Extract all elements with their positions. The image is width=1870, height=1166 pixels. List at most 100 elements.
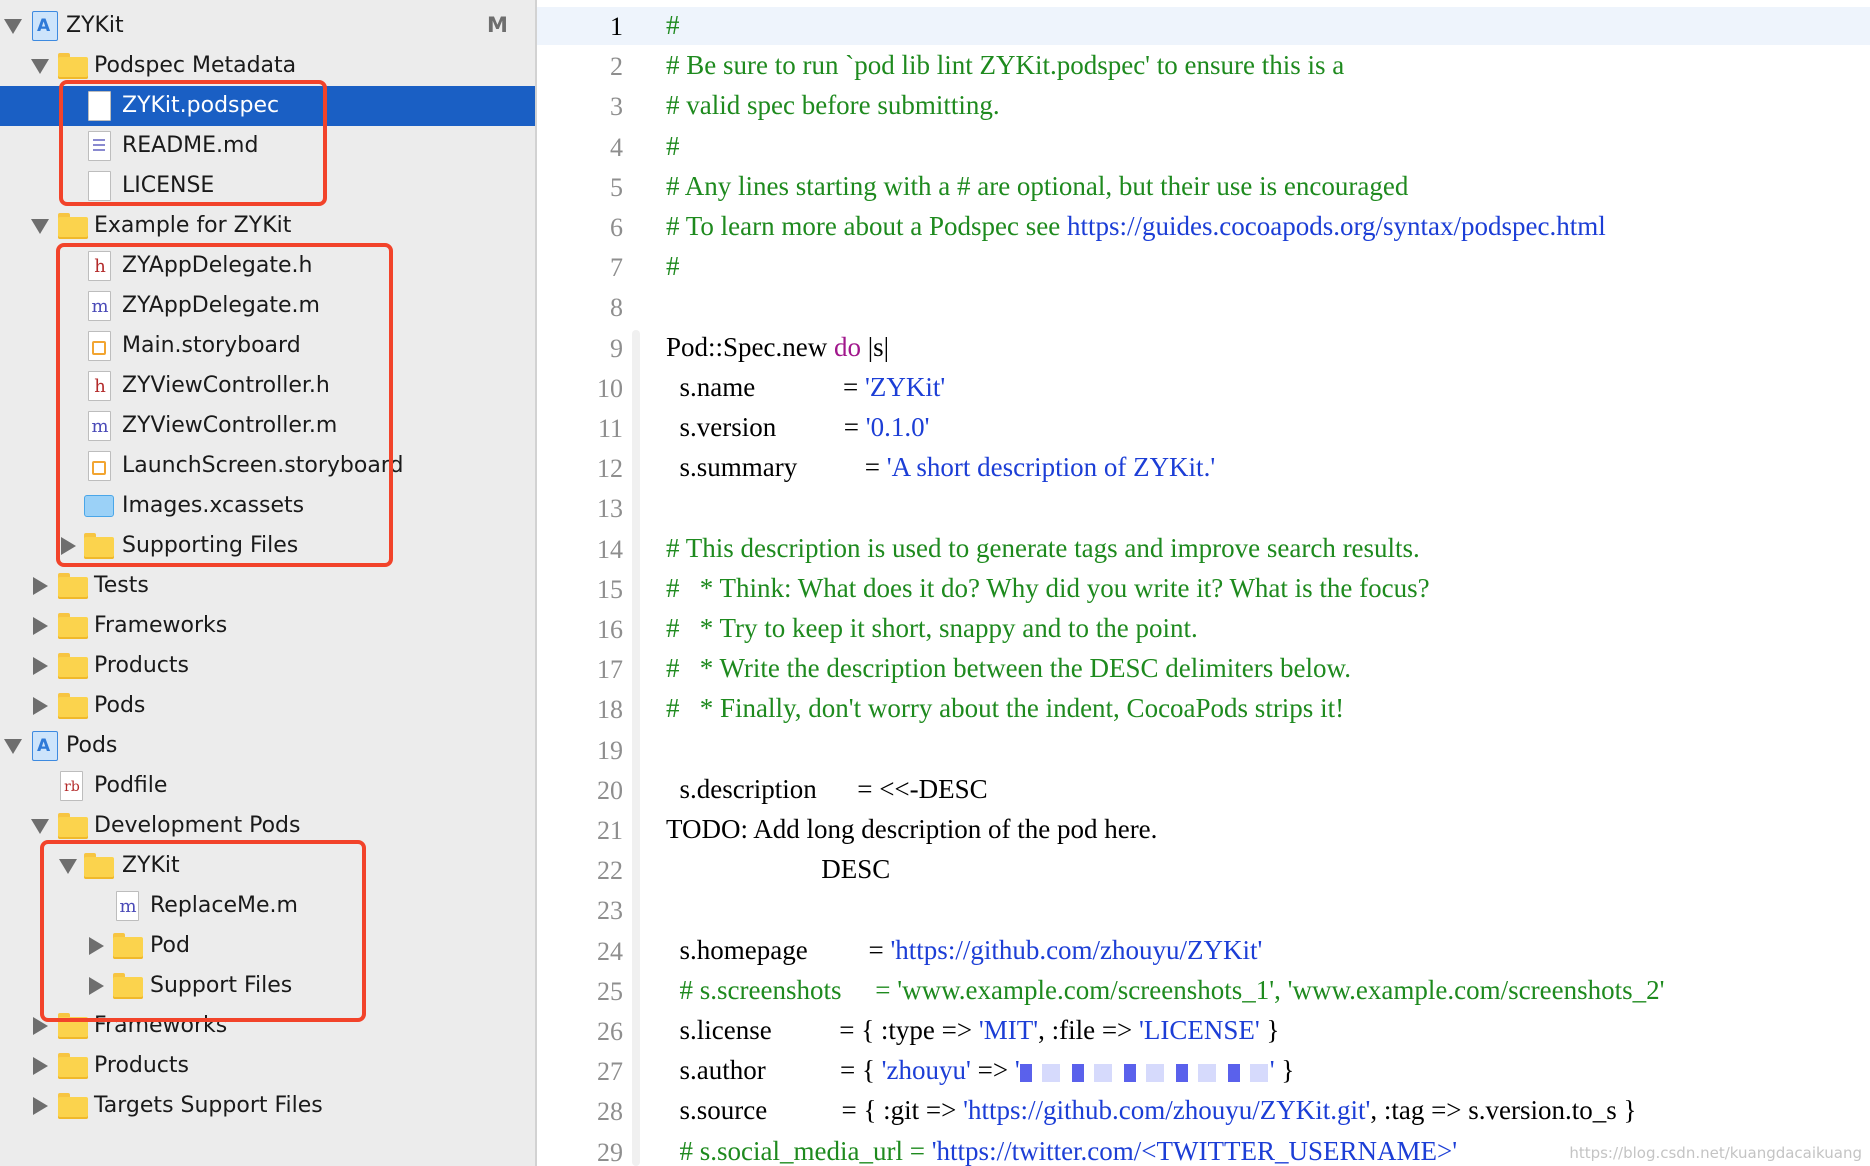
code-line[interactable]: 3# valid spec before submitting. (537, 86, 1870, 126)
nav-row-zyappdelegate-h[interactable]: h ZYAppDelegate.h (0, 246, 535, 286)
nav-row-pod[interactable]: Pod (0, 926, 535, 966)
code-text[interactable]: s.license = { :type => 'MIT', :file => '… (666, 1015, 1280, 1046)
code-line[interactable]: 11 s.version = '0.1.0' (537, 408, 1870, 448)
code-text[interactable]: s.source = { :git => 'https://github.com… (666, 1095, 1637, 1126)
nav-row-targets-support-files[interactable]: Targets Support Files (0, 1086, 535, 1126)
nav-row-development-pods[interactable]: Development Pods (0, 806, 535, 846)
nav-row-supporting-files[interactable]: Supporting Files (0, 526, 535, 566)
code-line[interactable]: 22 DESC (537, 850, 1870, 890)
code-line[interactable]: 29 # s.social_media_url = 'https://twitt… (537, 1132, 1870, 1166)
code-text[interactable]: # * Try to keep it short, snappy and to … (666, 613, 1198, 644)
code-text[interactable]: # (666, 251, 680, 282)
code-line[interactable]: 27 s.author = { 'zhouyu' => '' } (537, 1051, 1870, 1091)
nav-row-replaceme-m[interactable]: m ReplaceMe.m (0, 886, 535, 926)
nav-row-zyappdelegate-m[interactable]: m ZYAppDelegate.m (0, 286, 535, 326)
source-editor[interactable]: 1#2# Be sure to run `pod lib lint ZYKit.… (537, 0, 1870, 1166)
code-line[interactable]: 24 s.homepage = 'https://github.com/zhou… (537, 931, 1870, 971)
code-text[interactable]: # Any lines starting with a # are option… (666, 171, 1408, 202)
code-line[interactable]: 23 (537, 890, 1870, 930)
code-line[interactable]: 16# * Try to keep it short, snappy and t… (537, 609, 1870, 649)
code-text[interactable]: # s.screenshots = 'www.example.com/scree… (666, 975, 1665, 1006)
code-line[interactable]: 4# (537, 127, 1870, 167)
code-line[interactable]: 2# Be sure to run `pod lib lint ZYKit.po… (537, 46, 1870, 86)
code-line[interactable]: 5# Any lines starting with a # are optio… (537, 167, 1870, 207)
code-text[interactable]: # (666, 131, 680, 162)
disclosure-closed-icon[interactable] (33, 1057, 48, 1075)
code-line[interactable]: 6# To learn more about a Podspec see htt… (537, 207, 1870, 247)
project-navigator[interactable]: A ZYKit M Podspec Metadata ZYKit.podspec… (0, 0, 535, 1166)
nav-row-zyviewcontroller-h[interactable]: h ZYViewController.h (0, 366, 535, 406)
code-text[interactable]: # * Finally, don't worry about the inden… (666, 693, 1344, 724)
code-text[interactable]: TODO: Add long description of the pod he… (666, 814, 1157, 845)
code-line[interactable]: 20 s.description = <<-DESC (537, 770, 1870, 810)
nav-row-frameworks[interactable]: Frameworks (0, 606, 535, 646)
code-line[interactable]: 17# * Write the description between the … (537, 649, 1870, 689)
code-text[interactable]: s.summary = 'A short description of ZYKi… (666, 452, 1216, 483)
code-line[interactable]: 19 (537, 730, 1870, 770)
code-text[interactable]: s.homepage = 'https://github.com/zhouyu/… (666, 935, 1263, 966)
nav-row-zyviewcontroller-m[interactable]: m ZYViewController.m (0, 406, 535, 446)
code-text[interactable]: # To learn more about a Podspec see http… (666, 211, 1606, 242)
nav-row-launchscreen-storyboard[interactable]: LaunchScreen.storyboard (0, 446, 535, 486)
disclosure-closed-icon[interactable] (89, 977, 104, 995)
disclosure-closed-icon[interactable] (33, 657, 48, 675)
nav-row-example-for-zykit[interactable]: Example for ZYKit (0, 206, 535, 246)
code-line[interactable]: 25 # s.screenshots = 'www.example.com/sc… (537, 971, 1870, 1011)
code-text[interactable]: # (666, 10, 680, 41)
code-text[interactable]: # s.social_media_url = 'https://twitter.… (666, 1136, 1458, 1166)
nav-row-pods-project[interactable]: A Pods (0, 726, 535, 766)
code-line[interactable]: 13 (537, 488, 1870, 528)
code-line[interactable]: 15# * Think: What does it do? Why did yo… (537, 569, 1870, 609)
nav-row-zykit-project[interactable]: A ZYKit M (0, 6, 535, 46)
nav-row-readme[interactable]: README.md (0, 126, 535, 166)
code-line[interactable]: 1# (537, 6, 1870, 46)
disclosure-open-icon[interactable] (4, 739, 22, 754)
code-text[interactable]: s.version = '0.1.0' (666, 412, 930, 443)
disclosure-open-icon[interactable] (59, 859, 77, 874)
nav-row-tests[interactable]: Tests (0, 566, 535, 606)
disclosure-closed-icon[interactable] (33, 577, 48, 595)
code-line[interactable]: 28 s.source = { :git => 'https://github.… (537, 1091, 1870, 1131)
nav-row-images-xcassets[interactable]: Images.xcassets (0, 486, 535, 526)
code-text[interactable]: # * Write the description between the DE… (666, 653, 1351, 684)
nav-row-license[interactable]: LICENSE (0, 166, 535, 206)
disclosure-open-icon[interactable] (31, 59, 49, 74)
disclosure-open-icon[interactable] (31, 819, 49, 834)
code-text[interactable]: # * Think: What does it do? Why did you … (666, 573, 1430, 604)
disclosure-closed-icon[interactable] (89, 937, 104, 955)
nav-row-support-files[interactable]: Support Files (0, 966, 535, 1006)
nav-row-zykit-pod[interactable]: ZYKit (0, 846, 535, 886)
code-text[interactable]: # Be sure to run `pod lib lint ZYKit.pod… (666, 50, 1344, 81)
nav-row-zykit-podspec[interactable]: ZYKit.podspec (0, 86, 535, 126)
code-text[interactable]: DESC (666, 854, 890, 885)
nav-row-podspec-metadata[interactable]: Podspec Metadata (0, 46, 535, 86)
nav-row-pods-group[interactable]: Pods (0, 686, 535, 726)
disclosure-closed-icon[interactable] (61, 537, 76, 555)
code-line[interactable]: 14# This description is used to generate… (537, 529, 1870, 569)
code-text[interactable]: s.description = <<-DESC (666, 774, 988, 805)
disclosure-open-icon[interactable] (4, 19, 22, 34)
nav-row-products[interactable]: Products (0, 646, 535, 686)
disclosure-closed-icon[interactable] (33, 697, 48, 715)
code-text[interactable]: # valid spec before submitting. (666, 90, 1000, 121)
code-line[interactable]: 8 (537, 287, 1870, 327)
code-line[interactable]: 10 s.name = 'ZYKit' (537, 368, 1870, 408)
code-text[interactable]: s.name = 'ZYKit' (666, 372, 946, 403)
disclosure-closed-icon[interactable] (33, 1017, 48, 1035)
nav-row-frameworks-pods[interactable]: Frameworks (0, 1006, 535, 1046)
disclosure-open-icon[interactable] (31, 219, 49, 234)
code-text[interactable]: Pod::Spec.new do |s| (666, 332, 889, 363)
code-line[interactable]: 12 s.summary = 'A short description of Z… (537, 448, 1870, 488)
disclosure-closed-icon[interactable] (33, 617, 48, 635)
code-text[interactable]: s.author = { 'zhouyu' => '' } (666, 1055, 1295, 1086)
code-line[interactable]: 26 s.license = { :type => 'MIT', :file =… (537, 1011, 1870, 1051)
nav-row-podfile[interactable]: rb Podfile (0, 766, 535, 806)
nav-row-products-pods[interactable]: Products (0, 1046, 535, 1086)
nav-row-main-storyboard[interactable]: Main.storyboard (0, 326, 535, 366)
code-fold-ribbon[interactable] (632, 330, 640, 1166)
code-line[interactable]: 7# (537, 247, 1870, 287)
disclosure-closed-icon[interactable] (33, 1097, 48, 1115)
code-line[interactable]: 18# * Finally, don't worry about the ind… (537, 689, 1870, 729)
